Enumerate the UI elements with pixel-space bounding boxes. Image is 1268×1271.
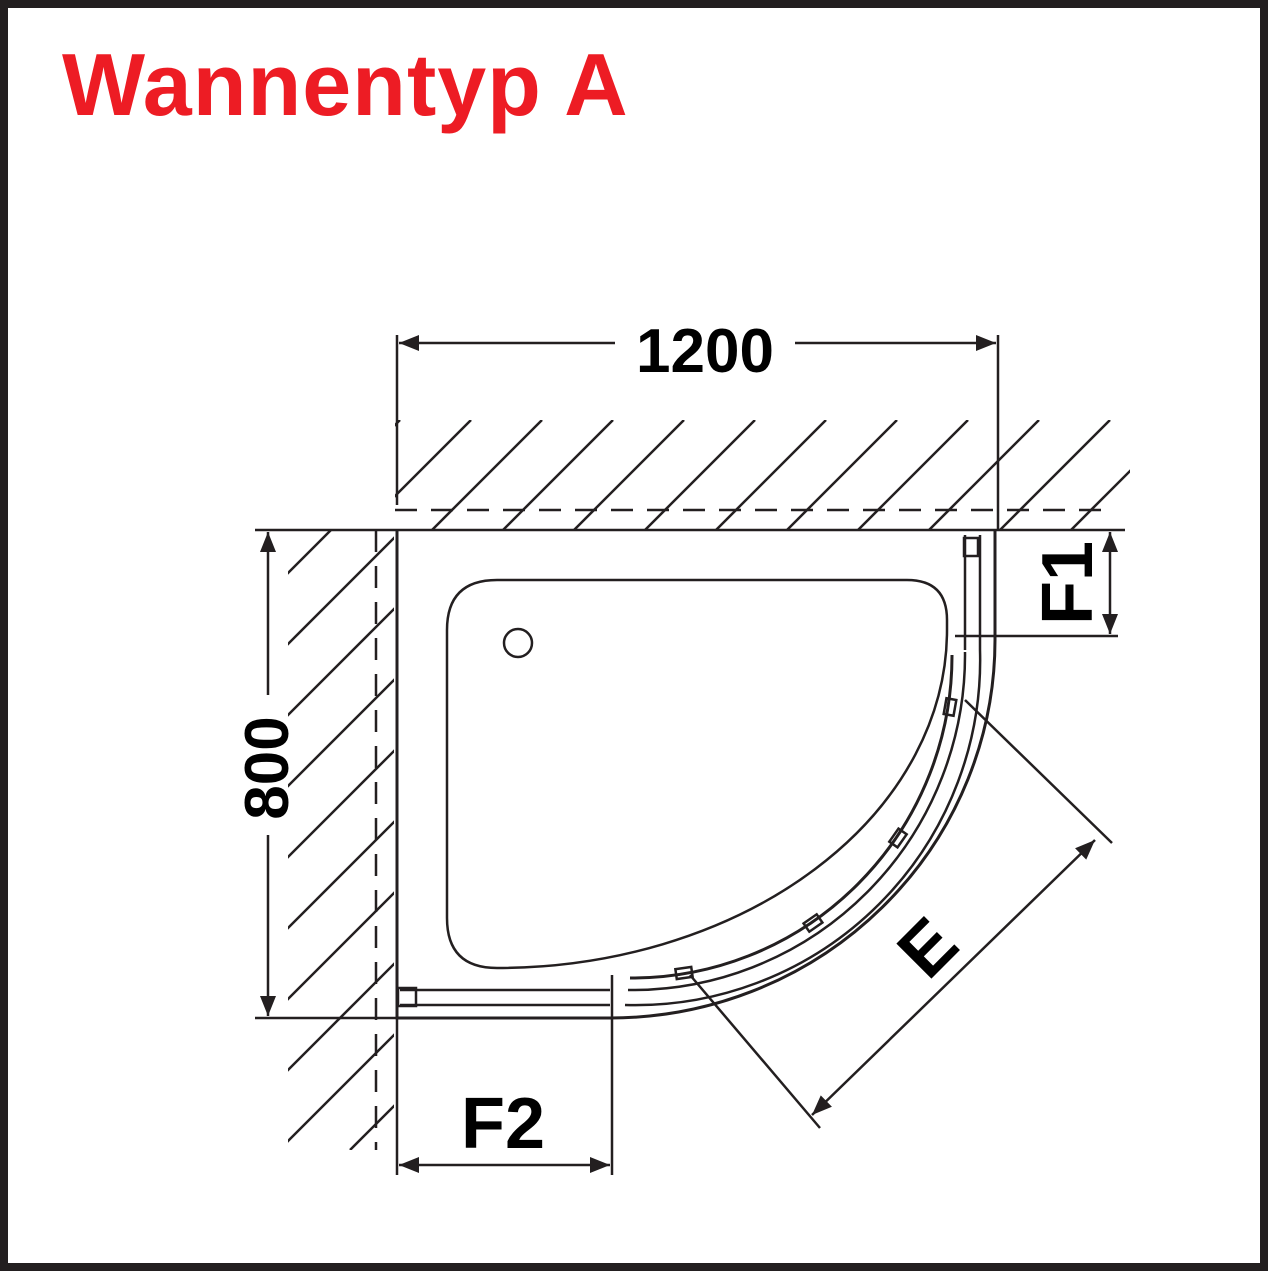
extension-line: [689, 974, 821, 1129]
dimension-e-label: E: [883, 903, 974, 994]
hatch-line: [349, 1104, 394, 1150]
left-fixed-panel: [400, 988, 610, 1007]
hatch-line: [288, 962, 394, 1072]
dimension-f1-label: F1: [1028, 541, 1108, 625]
dimension-line-e: [811, 839, 1096, 1116]
hatch-line: [573, 420, 685, 530]
hatch-line: [288, 530, 332, 575]
left-wall-hatch: [0, 530, 394, 1150]
hatch-line: [786, 420, 898, 530]
hatch-line: [857, 420, 969, 530]
hatch-line: [288, 749, 394, 859]
roller: [673, 965, 695, 981]
left-profile: [396, 986, 418, 1008]
hatch-line: [395, 420, 401, 427]
drain: [502, 627, 534, 659]
hatch-line: [431, 420, 543, 530]
hatch-line: [502, 420, 614, 530]
extension-line: [964, 699, 1113, 844]
hatch-line: [928, 420, 1040, 530]
hatch-line: [288, 607, 394, 717]
top-wall-hatch: [395, 420, 1130, 530]
roller: [942, 696, 958, 718]
tray-basin: [445, 578, 949, 970]
hatch-line: [644, 420, 756, 530]
right-profile: [962, 536, 980, 558]
hatch-line: [999, 420, 1111, 530]
hatch-line: [288, 678, 394, 788]
hatch-line: [288, 536, 394, 646]
hatch-line: [288, 1033, 394, 1143]
dimension-1200-label: 1200: [636, 317, 774, 386]
hatch-line: [0, 530, 260, 1150]
hatch-line: [395, 420, 472, 498]
dimension-f2-label: F2: [461, 1084, 545, 1164]
diagram-title: Wannentyp A: [62, 35, 629, 134]
hatch-line: [1070, 469, 1130, 530]
dimension-800-label: 800: [233, 716, 302, 819]
roller: [887, 826, 909, 850]
hatch-line: [715, 420, 827, 530]
